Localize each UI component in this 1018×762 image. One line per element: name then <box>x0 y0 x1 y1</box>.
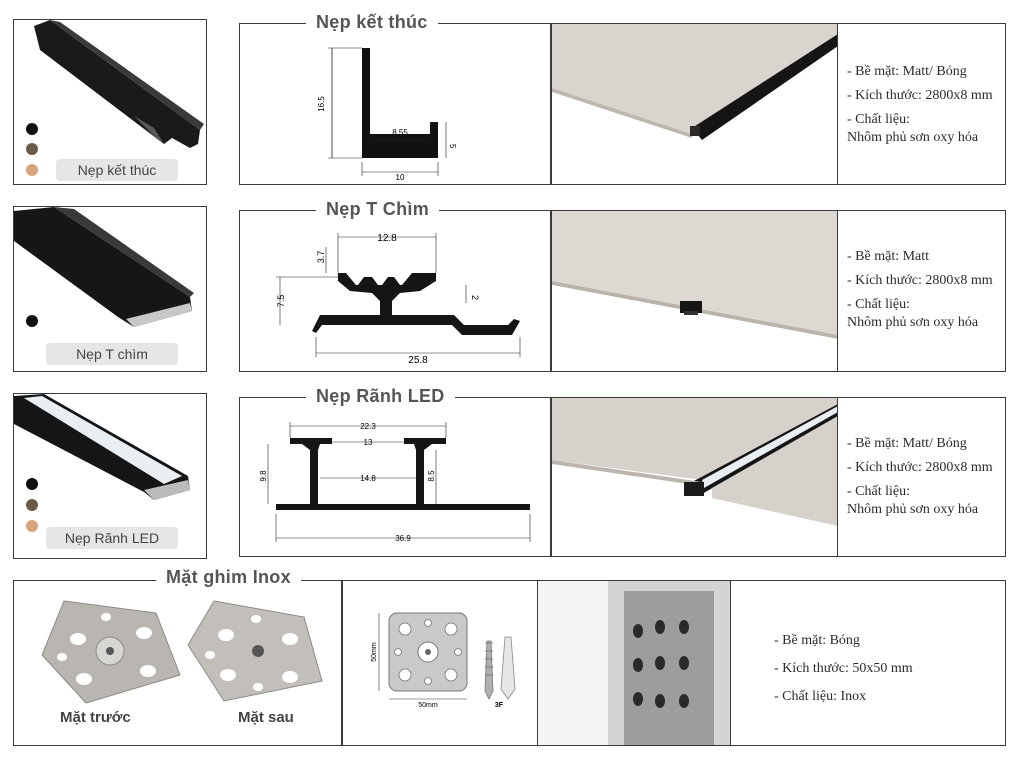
render-and-specs-box-2: - Bề mặt: Matt - Kích thước: 2800x8 mm -… <box>551 210 1006 372</box>
product-photo-box-3: Nẹp Rãnh LED <box>13 393 207 559</box>
dim-height-1: 16.5 <box>317 96 326 112</box>
spec-material-label-1: - Chất liệu: <box>847 112 910 127</box>
dim-top-2: 12.8 <box>377 233 397 244</box>
render-and-specs-box-3: - Bề mặt: Matt/ Bóng - Kích thước: 2800x… <box>551 397 1006 557</box>
spec-size-1: - Kích thước: 2800x8 mm <box>847 88 993 103</box>
profile-drawing-3: 22.3 13 14.8 9.8 8.5 36.9 <box>259 422 531 543</box>
spec-material-label-3: - Chất liệu: <box>847 484 910 499</box>
clip-front-photo <box>41 600 181 704</box>
drawing-box-3: 22.3 13 14.8 9.8 8.5 36.9 <box>239 397 551 557</box>
product-photo-2 <box>14 207 194 327</box>
dim-mid-3: 14.8 <box>360 474 376 483</box>
clip-photo-box: Mặt trước Mặt sau <box>13 580 342 746</box>
profile-drawing-1: 16.5 8.55 5 10 <box>317 47 457 182</box>
swatch-rose-gold <box>26 164 38 176</box>
render-and-specs-box-1: - Bề mặt: Matt/ Bóng - Kích thước: 2800x… <box>551 23 1006 185</box>
swatch-bronze <box>26 143 38 155</box>
clip-installed-render <box>538 581 730 745</box>
clip-dim-width: 50mm <box>418 702 438 709</box>
swatch-black <box>26 478 38 490</box>
clip-front-label: Mặt trước <box>60 709 131 726</box>
specs-3: - Bề mặt: Matt/ Bóng - Kích thước: 2800x… <box>847 436 993 526</box>
dim-inner-1: 8.55 <box>392 128 408 137</box>
swatch-black <box>26 123 38 135</box>
clip-spec-material: - Chất liệu: Inox <box>774 689 867 704</box>
installed-render-2 <box>552 211 838 371</box>
clip-drawing-box: 50mm 50mm 3F <box>342 580 538 746</box>
swatch-rose-gold <box>26 520 38 532</box>
product-label-2: Nẹp T chìm <box>46 343 178 365</box>
dim-h2-2: 7.5 <box>276 295 286 308</box>
dim-lip-1: 5 <box>448 144 457 149</box>
clip-specs: - Bề mặt: Bóng - Kích thước: 50x50 mm - … <box>774 633 913 713</box>
dim-step-2: 2 <box>470 295 480 300</box>
product-photo-3 <box>14 394 190 500</box>
clip-screw-label: 3F <box>495 702 504 709</box>
dim-base-3: 36.9 <box>395 534 411 543</box>
drawing-box-2: 12.8 3.7 7.5 2 25.8 <box>239 210 551 372</box>
drawing-title-2: Nẹp T Chìm <box>316 199 440 220</box>
spec-material-label-2: - Chất liệu: <box>847 297 910 312</box>
spec-surface-2: - Bề mặt: Matt <box>847 249 930 264</box>
product-label-1: Nẹp kết thúc <box>56 159 178 181</box>
profile-drawing-2: 12.8 3.7 7.5 2 25.8 <box>276 233 521 366</box>
dim-base-1: 10 <box>396 173 405 182</box>
spec-size-3: - Kích thước: 2800x8 mm <box>847 460 993 475</box>
clip-back-label: Mặt sau <box>238 709 294 726</box>
swatch-bronze <box>26 499 38 511</box>
swatch-black <box>26 315 38 327</box>
product-label-3: Nẹp Rãnh LED <box>46 527 178 549</box>
installed-render-1 <box>552 24 838 184</box>
clip-title: Mặt ghim Inox <box>156 567 301 588</box>
drawing-title-1: Nẹp kết thúc <box>306 12 438 33</box>
installed-render-3 <box>552 398 838 526</box>
clip-spec-size: - Kích thước: 50x50 mm <box>774 661 913 676</box>
specs-2: - Bề mặt: Matt - Kích thước: 2800x8 mm -… <box>847 249 993 339</box>
dim-inner-3: 13 <box>364 438 373 447</box>
clip-technical-drawing: 50mm 50mm 3F <box>371 612 516 709</box>
product-photo-1 <box>34 20 204 148</box>
drawing-box-1: 16.5 8.55 5 10 <box>239 23 551 185</box>
dim-h1-2: 3.7 <box>316 251 326 264</box>
spec-material-value-1: Nhôm phủ sơn oxy hóa <box>847 130 979 145</box>
product-photo-box-2: Nẹp T chìm <box>13 206 207 372</box>
clip-spec-surface: - Bề mặt: Bóng <box>774 633 860 648</box>
spec-surface-1: - Bề mặt: Matt/ Bóng <box>847 64 967 79</box>
clip-dim-height: 50mm <box>371 642 378 662</box>
specs-1: - Bề mặt: Matt/ Bóng - Kích thước: 2800x… <box>847 64 993 154</box>
clip-back-photo <box>187 600 323 702</box>
product-photo-box-1: Nẹp kết thúc <box>13 19 207 185</box>
dim-top-3: 22.3 <box>360 422 376 431</box>
spec-material-value-2: Nhôm phủ sơn oxy hóa <box>847 315 979 330</box>
clip-render-and-specs-box: - Bề mặt: Bóng - Kích thước: 50x50 mm - … <box>538 580 1006 746</box>
spec-material-value-3: Nhôm phủ sơn oxy hóa <box>847 502 979 517</box>
dim-h2-3: 8.5 <box>427 470 436 482</box>
spec-size-2: - Kích thước: 2800x8 mm <box>847 273 993 288</box>
spec-surface-3: - Bề mặt: Matt/ Bóng <box>847 436 967 451</box>
dim-height-3: 9.8 <box>259 470 268 482</box>
dim-base-2: 25.8 <box>408 355 428 366</box>
drawing-title-3: Nẹp Rãnh LED <box>306 386 455 407</box>
